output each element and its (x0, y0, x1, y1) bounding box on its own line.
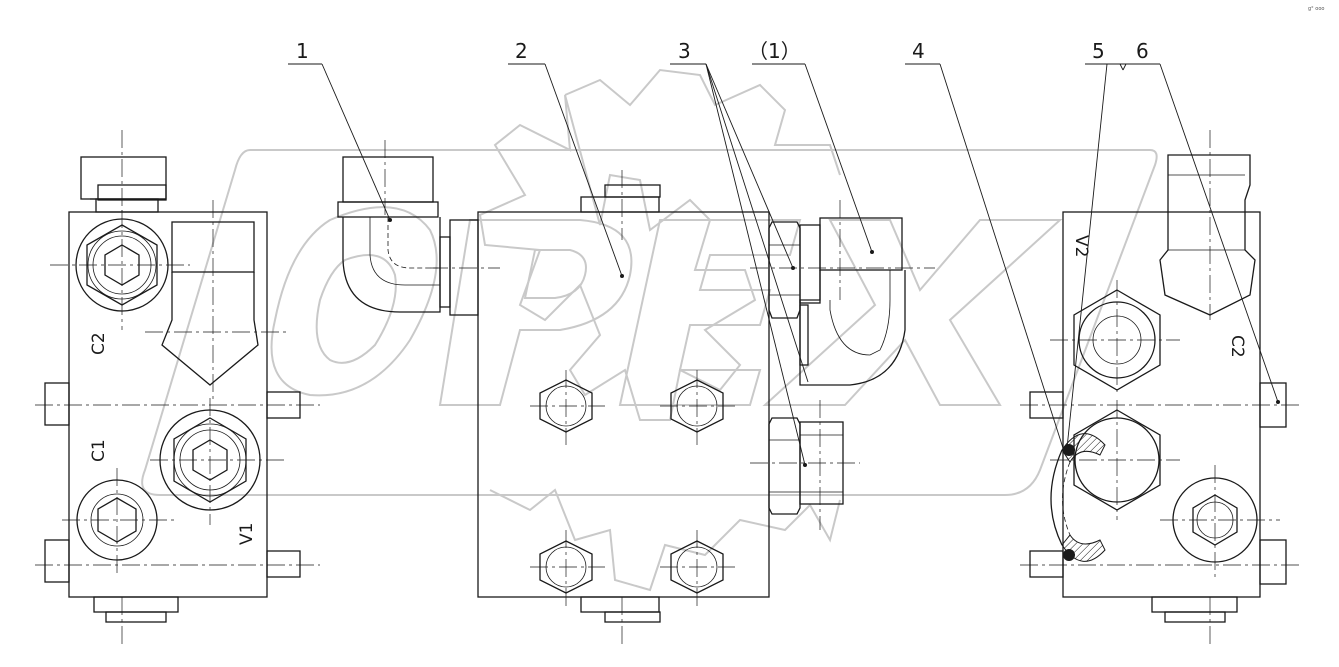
watermark-letter-e (618, 219, 802, 406)
corner-mark: g° ooo (1308, 6, 1324, 12)
watermark-letter-o (270, 206, 438, 397)
center-block (477, 170, 770, 645)
watermark-ring (141, 149, 1158, 496)
callout-labels: 1 2 3 （1） 4 5 6 (296, 39, 1149, 63)
port-label-v2: V2 (1071, 235, 1091, 257)
watermark-letter-p (438, 219, 633, 406)
port-label-c1: C1 (89, 439, 109, 462)
port-label-v1: V1 (237, 523, 257, 545)
elbow-fitting (337, 140, 500, 316)
watermark-gear-outline (478, 94, 757, 421)
watermark-gear-upper (564, 68, 841, 176)
callout-4: 4 (912, 39, 925, 63)
seal-cross-section (1061, 433, 1106, 463)
callout-1-reference: （1） (748, 39, 801, 63)
callout-2: 2 (515, 39, 528, 63)
callout-5: 5 (1092, 39, 1105, 63)
callout-1: 1 (296, 39, 309, 63)
left-valve-body: C2 C1 V1 (35, 130, 320, 645)
watermark-gear-lower (489, 488, 841, 592)
port-label-c2-left: C2 (89, 332, 109, 355)
right-valve-body: V2 C2 (1020, 130, 1300, 645)
callout-leaders (288, 63, 1280, 467)
callout-6: 6 (1136, 39, 1149, 63)
watermark-logo (141, 68, 1158, 592)
right-fittings (750, 200, 935, 530)
callout-3: 3 (678, 39, 691, 63)
watermark-letter-x (762, 219, 1063, 406)
port-label-c2-right: C2 (1227, 335, 1247, 358)
